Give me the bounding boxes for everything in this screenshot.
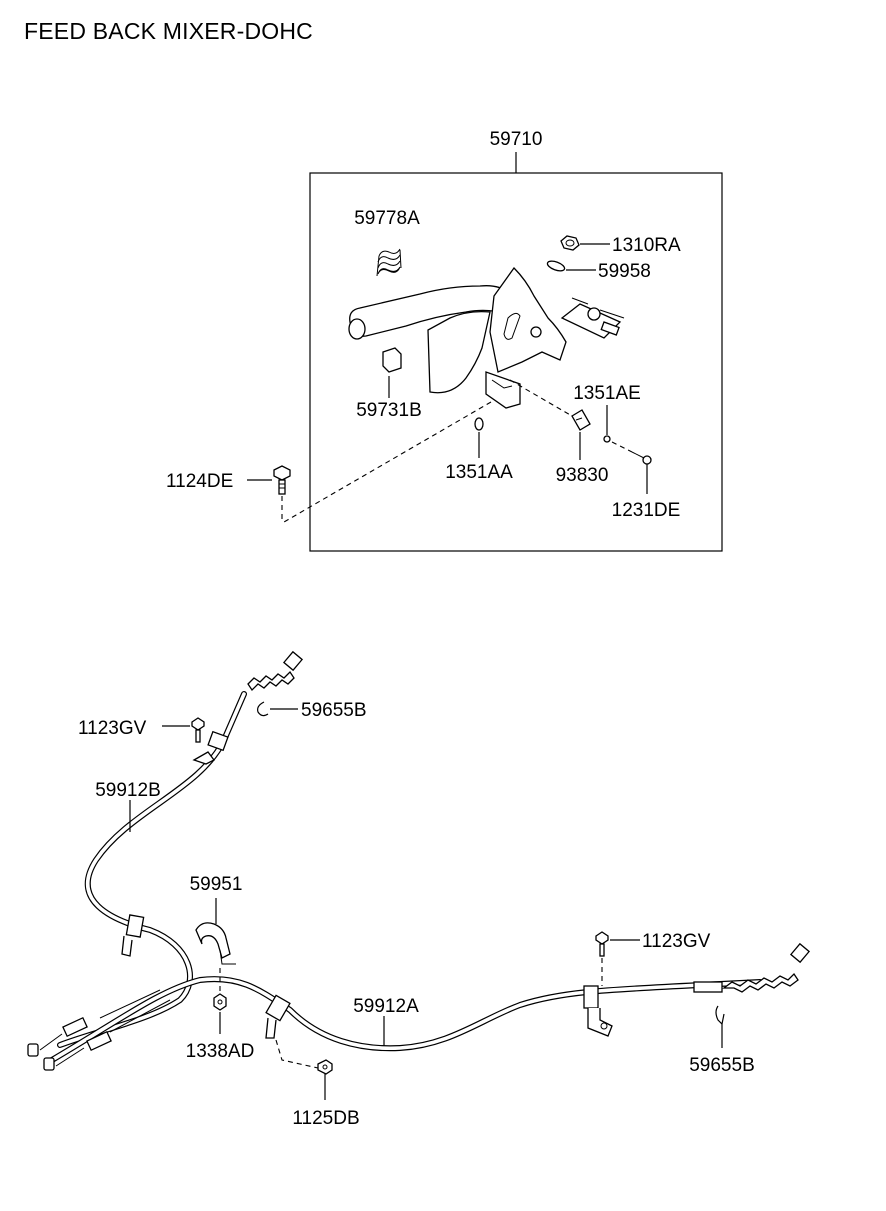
switch-93830[interactable]: [571, 409, 591, 431]
clip-59655B-bottom[interactable]: [715, 1005, 725, 1026]
spring-59778A[interactable]: [376, 248, 402, 277]
label-93830[interactable]: 93830: [556, 465, 609, 486]
label-59731B[interactable]: 59731B: [356, 400, 422, 421]
clip-59655B-top[interactable]: [257, 701, 269, 717]
diagram-title: FEED BACK MIXER-DOHC: [24, 18, 313, 44]
bolt-1124DE[interactable]: [273, 465, 291, 495]
cable-clip-mid[interactable]: [265, 994, 291, 1039]
label-59912A[interactable]: 59912A: [353, 996, 419, 1017]
screw-1231DE[interactable]: [631, 451, 652, 465]
cable-ends-left[interactable]: [27, 989, 171, 1071]
label-1338AD[interactable]: 1338AD: [186, 1041, 255, 1062]
label-59951[interactable]: 59951: [190, 874, 243, 895]
clip-1351AE[interactable]: [603, 435, 611, 443]
label-1123GV-left[interactable]: 1123GV: [78, 718, 147, 739]
label-1123GV-right[interactable]: 1123GV: [642, 931, 711, 952]
label-1351AA[interactable]: 1351AA: [445, 462, 513, 483]
cable-clip-left[interactable]: [121, 914, 145, 957]
cable-bracket-right[interactable]: [583, 985, 613, 1037]
nut-1338AD[interactable]: [213, 993, 227, 1011]
label-1351AE[interactable]: 1351AE: [573, 383, 641, 404]
label-59710[interactable]: 59710: [490, 129, 543, 150]
label-1310RA[interactable]: 1310RA: [612, 235, 681, 256]
label-1125DB[interactable]: 1125DB: [292, 1108, 359, 1129]
bolt-1125DB[interactable]: [317, 1059, 333, 1075]
nut-1310RA[interactable]: [560, 235, 580, 251]
label-59912B[interactable]: 59912B: [95, 780, 161, 801]
pad-59731B[interactable]: [382, 347, 402, 373]
bolt-1123GV-left[interactable]: [191, 717, 205, 743]
label-59655B-top[interactable]: 59655B: [301, 700, 367, 721]
parking-brake-lever[interactable]: [348, 266, 567, 409]
label-59655B-bottom[interactable]: 59655B: [689, 1055, 755, 1076]
clip-1351AA[interactable]: [474, 417, 484, 431]
label-1231DE[interactable]: 1231DE: [612, 500, 681, 521]
bracket-59951[interactable]: [195, 922, 236, 965]
label-1124DE[interactable]: 1124DE: [166, 471, 233, 492]
adjuster-bracket[interactable]: [560, 297, 625, 339]
bolt-1123GV-right[interactable]: [595, 931, 609, 957]
label-59958[interactable]: 59958: [598, 261, 651, 282]
label-59778A[interactable]: 59778A: [354, 208, 420, 229]
cable-59912A[interactable]: [49, 942, 811, 1063]
washer-59958[interactable]: [546, 259, 566, 273]
dash-1124DE: [283, 401, 492, 523]
